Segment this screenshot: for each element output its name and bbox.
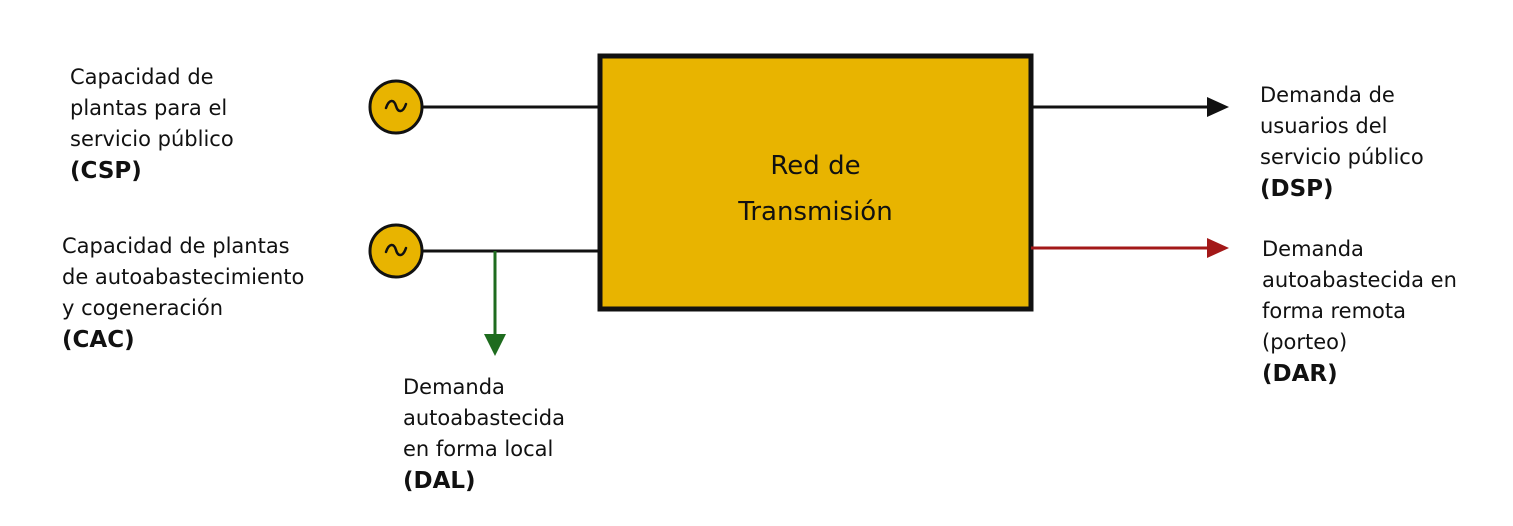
dsp-code: (DSP)	[1260, 176, 1334, 202]
csp-code: (CSP)	[70, 158, 142, 184]
dar-label-line: (porteo)	[1262, 330, 1348, 354]
dar-label-line: forma remota	[1262, 299, 1407, 323]
dsp-label-line: servicio público	[1260, 145, 1424, 169]
cac-label-line: y cogeneración	[62, 296, 224, 320]
transmission-network-title: Red de Transmisión	[600, 143, 1031, 235]
csp-label-line: Capacidad de	[70, 65, 214, 89]
cac-code: (CAC)	[62, 327, 135, 353]
dar-label-line: autoabastecida en	[1262, 268, 1457, 292]
title-line-1: Red de	[770, 151, 861, 181]
cac-label-line: de autoabastecimiento	[62, 265, 305, 289]
cac-label: Capacidad de plantas de autoabastecimien…	[62, 231, 304, 356]
dsp-label-line: Demanda de	[1260, 83, 1395, 107]
cac-label-line: Capacidad de plantas	[62, 234, 290, 258]
dar-code: (DAR)	[1262, 361, 1338, 387]
dsp-label-line: usuarios del	[1260, 114, 1388, 138]
dal-arrowhead	[484, 334, 506, 356]
csp-label: Capacidad de plantas para el servicio pú…	[70, 62, 234, 187]
dal-label: Demanda autoabastecida en forma local (D…	[403, 372, 565, 497]
csp-label-line: plantas para el	[70, 96, 228, 120]
generator-cac-icon	[368, 223, 424, 279]
dal-code: (DAL)	[403, 468, 476, 494]
dal-label-line: Demanda	[403, 375, 505, 399]
dar-label-line: Demanda	[1262, 237, 1364, 261]
dal-label-line: en forma local	[403, 437, 554, 461]
dar-arrowhead	[1207, 238, 1229, 258]
transmission-network-box	[597, 53, 1034, 312]
csp-label-line: servicio público	[70, 127, 234, 151]
dsp-label: Demanda de usuarios del servicio público…	[1260, 80, 1424, 205]
dar-label: Demanda autoabastecida en forma remota (…	[1262, 234, 1457, 390]
dal-label-line: autoabastecida	[403, 406, 566, 430]
dsp-arrowhead	[1207, 97, 1229, 117]
generator-csp-icon	[368, 79, 424, 135]
title-line-2: Transmisión	[738, 197, 893, 227]
